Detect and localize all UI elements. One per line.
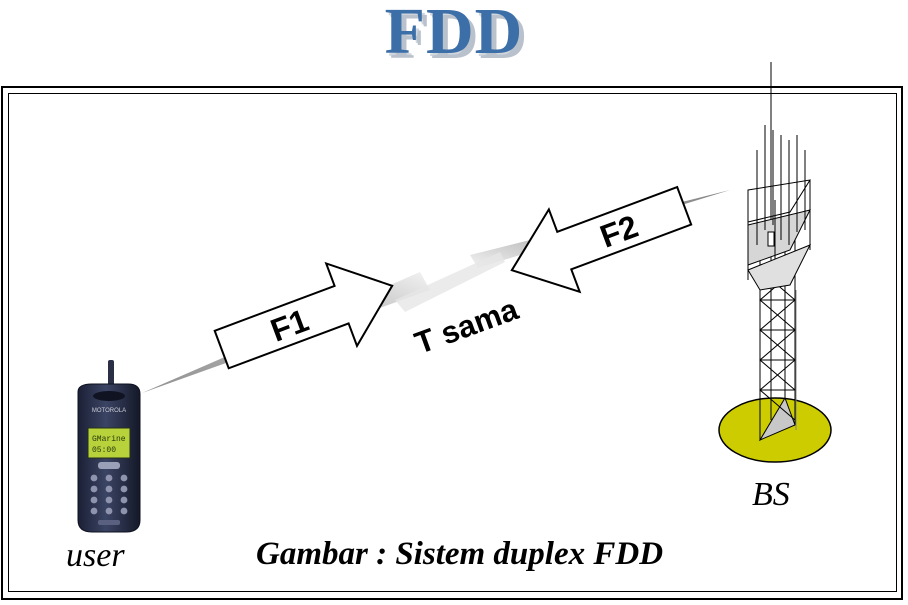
diagram-frame-outer <box>1 86 903 600</box>
uplink-arrow-f1: F1 <box>213 261 394 370</box>
same-time-label: T sama <box>410 291 523 361</box>
svg-text:GMarine: GMarine <box>92 435 126 444</box>
svg-text:05:00: 05:00 <box>92 446 116 455</box>
downlink-arrow-f2: F2 <box>510 185 693 294</box>
beam-overlap-glow <box>395 252 505 312</box>
slide-title: FDD <box>384 0 524 68</box>
user-label: user <box>66 537 125 574</box>
base-station-label: BS <box>752 476 790 513</box>
figure-caption: Gambar : Sistem duplex FDD <box>256 536 664 572</box>
mobile-phone-icon: MOTOROLA GMarine 05:00 <box>77 360 141 533</box>
svg-text:MOTOROLA: MOTOROLA <box>92 408 126 414</box>
base-station-tower-icon <box>718 62 832 463</box>
diagram-frame-inner <box>8 93 897 592</box>
